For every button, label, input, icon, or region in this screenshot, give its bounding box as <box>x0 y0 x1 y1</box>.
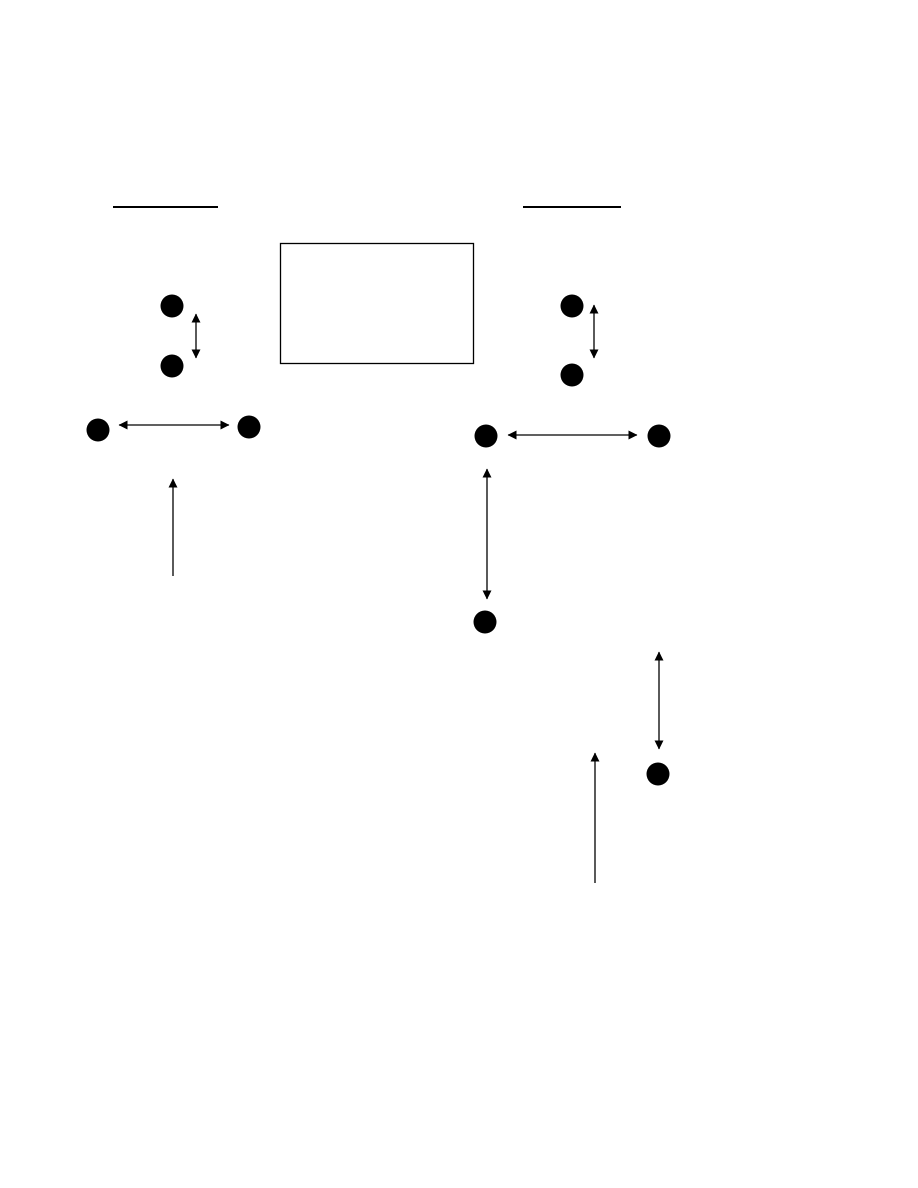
legend <box>279 242 475 365</box>
right-group <box>473 206 671 883</box>
right-node-west <box>474 424 498 448</box>
left-node-bottom <box>160 354 184 378</box>
left-node-east <box>237 415 261 439</box>
legend-box <box>279 242 475 365</box>
left-node-top <box>160 294 184 318</box>
right-node-lower-west <box>473 610 497 634</box>
left-group <box>86 206 261 576</box>
right-node-top <box>560 294 584 318</box>
right-node-east <box>647 424 671 448</box>
right-node-lower-east <box>646 762 670 786</box>
left-node-west <box>86 418 110 442</box>
right-node-bottom <box>560 363 584 387</box>
